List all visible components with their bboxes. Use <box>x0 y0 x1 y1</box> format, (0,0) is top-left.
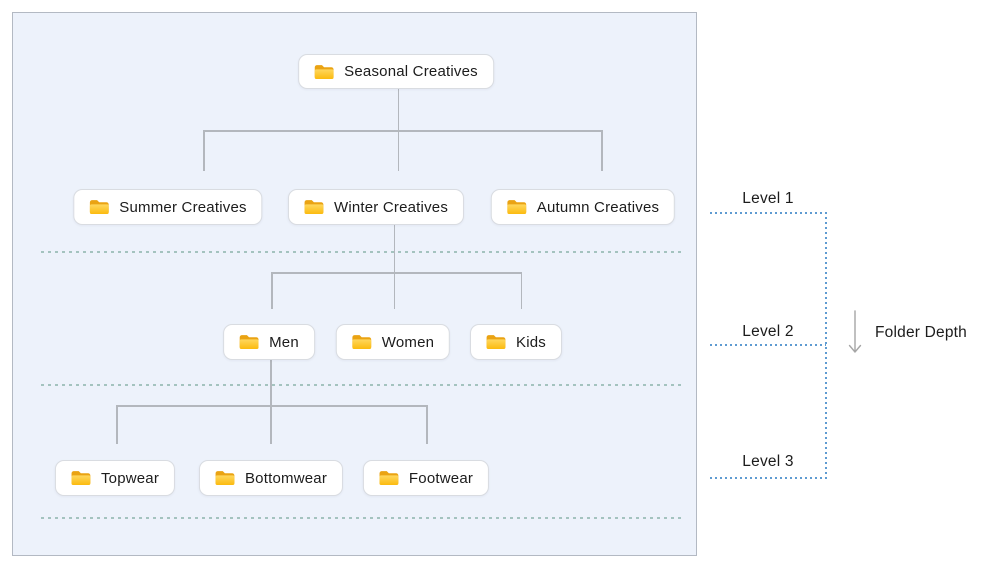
connector-line <box>203 130 601 132</box>
level-separator-line <box>41 251 684 253</box>
level-separator-line <box>41 517 684 519</box>
folder-icon <box>314 64 334 80</box>
node-label: Winter Creatives <box>333 198 449 216</box>
folder-icon <box>352 334 372 350</box>
connector-line <box>116 405 118 444</box>
folder-icon <box>239 334 259 350</box>
tree-node-summer-creatives: Summer Creatives <box>73 189 263 225</box>
connector-line <box>271 272 521 274</box>
folder-depth-label: Folder Depth <box>875 324 968 341</box>
depth-bracket-line <box>710 477 826 479</box>
folder-icon <box>89 199 109 215</box>
tree-node-footwear: Footwear <box>362 460 490 496</box>
tree-node-topwear: Topwear <box>54 460 176 496</box>
node-label: Topwear <box>100 469 160 487</box>
node-label: Seasonal Creatives <box>344 63 478 80</box>
level-3-label: Level 3 <box>742 453 794 470</box>
folder-icon <box>215 470 235 486</box>
connector-line <box>393 225 395 309</box>
tree-panel: Seasonal Creatives Summer Creatives Wint… <box>12 12 697 556</box>
level-1-label: Level 1 <box>742 190 794 207</box>
folder-icon <box>304 199 324 215</box>
tree-node-bottomwear: Bottomwear <box>198 460 344 496</box>
depth-bracket-line <box>710 212 826 214</box>
tree-node-women: Women <box>335 324 451 360</box>
level-separator-line <box>41 384 684 386</box>
connector-line <box>270 360 272 444</box>
node-label: Kids <box>516 333 546 351</box>
tree-node-autumn-creatives: Autumn Creatives <box>490 189 676 225</box>
depth-bracket-line <box>825 212 827 479</box>
connector-line <box>601 130 603 171</box>
level-2-label: Level 2 <box>742 323 794 340</box>
tree-node-kids: Kids <box>470 324 562 360</box>
node-label: Men <box>269 333 299 351</box>
folder-icon <box>486 334 506 350</box>
depth-bracket-line <box>710 344 826 346</box>
connector-line <box>116 405 427 407</box>
node-label: Autumn Creatives <box>536 198 660 216</box>
folder-icon <box>507 199 527 215</box>
connector-line <box>271 272 273 309</box>
tree-node-winter-creatives: Winter Creatives <box>287 189 465 225</box>
connector-line <box>203 130 205 171</box>
arrow-down-icon <box>848 310 862 353</box>
folder-icon <box>379 470 399 486</box>
folder-icon <box>71 470 91 486</box>
node-label: Summer Creatives <box>119 198 247 216</box>
tree-node-seasonal-creatives: Seasonal Creatives <box>298 54 494 89</box>
tree-node-men: Men <box>223 324 315 360</box>
connector-line <box>520 272 522 309</box>
node-label: Bottomwear <box>244 469 328 487</box>
connector-line <box>426 405 428 444</box>
node-label: Women <box>381 333 435 351</box>
node-label: Footwear <box>408 469 474 487</box>
